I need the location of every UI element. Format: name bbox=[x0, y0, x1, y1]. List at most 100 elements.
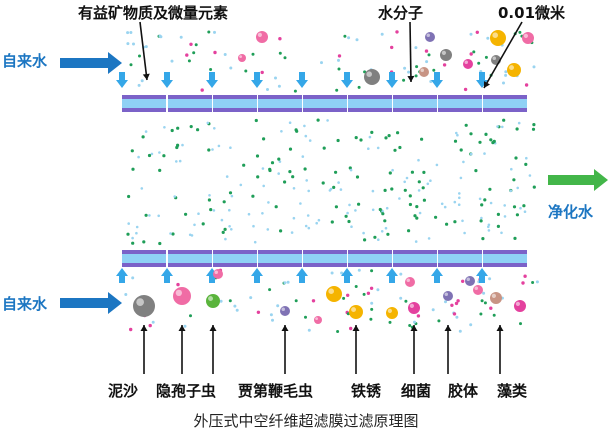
inlet-top-label: 自来水 bbox=[2, 52, 48, 70]
water-dot bbox=[458, 192, 461, 195]
mineral-dot bbox=[158, 168, 162, 172]
pore-flow-arrows bbox=[116, 72, 488, 283]
mineral-dot bbox=[184, 212, 188, 216]
mineral-dot bbox=[255, 154, 260, 158]
membrane-lumen bbox=[258, 254, 302, 263]
mineral-dot bbox=[417, 180, 421, 184]
mineral-dot bbox=[532, 123, 536, 127]
mineral-dot bbox=[407, 229, 411, 233]
water-dot bbox=[347, 36, 351, 40]
water-dot bbox=[510, 167, 513, 171]
pore-arrow-down bbox=[431, 72, 443, 88]
mineral-dot bbox=[142, 240, 146, 244]
pore-arrow-down bbox=[116, 72, 128, 88]
mineral-dot bbox=[502, 118, 506, 122]
algae-particle bbox=[419, 67, 429, 77]
mineral-dot bbox=[346, 312, 350, 316]
water-dot bbox=[431, 308, 435, 312]
mineral-dot bbox=[390, 187, 394, 191]
sediment-particle-shine bbox=[441, 50, 446, 56]
mineral-dot bbox=[515, 213, 520, 217]
water-dot bbox=[269, 313, 273, 317]
mineral-dot bbox=[480, 299, 484, 303]
bacteria-dot bbox=[463, 87, 468, 92]
mineral-dot bbox=[277, 157, 281, 161]
sediment-particle bbox=[364, 69, 380, 85]
membrane-lumen bbox=[393, 254, 437, 263]
mineral-dot bbox=[127, 194, 131, 199]
mineral-dot bbox=[357, 202, 361, 206]
water-dot bbox=[267, 201, 270, 204]
mineral-dot bbox=[491, 141, 495, 145]
membrane-lumen bbox=[213, 254, 257, 263]
mineral-dot bbox=[421, 186, 425, 190]
water-dot bbox=[435, 163, 439, 167]
pore-arrow-down bbox=[251, 72, 263, 88]
water-dot bbox=[266, 88, 269, 91]
mineral-dot bbox=[388, 320, 392, 324]
bacteria-dot bbox=[395, 30, 399, 34]
mineral-dot bbox=[207, 148, 211, 152]
mineral-dot bbox=[369, 317, 373, 321]
water-dot bbox=[288, 121, 292, 124]
water-dot bbox=[219, 299, 223, 303]
water-dot bbox=[417, 158, 420, 162]
mineral-dot bbox=[209, 208, 213, 212]
water-dot bbox=[131, 276, 135, 280]
mineral-dot bbox=[141, 135, 145, 139]
mineral-dot bbox=[336, 138, 340, 143]
bacteria-dot bbox=[129, 327, 133, 332]
giardia-particle-shine bbox=[208, 296, 213, 301]
colloid-particle bbox=[465, 276, 475, 286]
mineral-dot bbox=[334, 205, 338, 209]
water-dot bbox=[525, 156, 528, 160]
cryptosporidium-particle bbox=[405, 277, 415, 287]
water-dot bbox=[262, 184, 266, 188]
mineral-dot bbox=[386, 232, 390, 236]
mineral-dot bbox=[519, 322, 522, 326]
membrane-lumen bbox=[303, 99, 347, 108]
water-molecule-label: 水分子 bbox=[378, 4, 424, 22]
pore-arrow-up bbox=[296, 268, 308, 283]
water-dot bbox=[135, 225, 139, 229]
mineral-dot bbox=[304, 315, 307, 319]
rust-particle bbox=[349, 305, 363, 319]
water-dot bbox=[405, 176, 409, 180]
bacteria-particle-shine bbox=[515, 301, 521, 306]
mineral-dot bbox=[403, 188, 407, 192]
water-dot bbox=[337, 181, 340, 184]
bacteria-dot bbox=[469, 52, 473, 56]
mineral-dot bbox=[158, 241, 162, 246]
mineral-dot bbox=[189, 125, 193, 129]
contaminant-label-rust: 铁锈 bbox=[351, 382, 382, 400]
mineral-dot bbox=[410, 170, 414, 174]
water-dot bbox=[391, 168, 394, 172]
bacteria-particle-shine bbox=[409, 303, 414, 308]
water-dot bbox=[137, 155, 140, 159]
pore-arrow-up bbox=[161, 268, 173, 283]
colloid-particle-shine bbox=[466, 277, 470, 281]
mineral-dot bbox=[422, 170, 426, 174]
membrane-lumen bbox=[438, 254, 482, 263]
water-dot bbox=[376, 288, 380, 292]
mineral-dot bbox=[524, 162, 528, 166]
membrane-lumen bbox=[303, 254, 347, 263]
mineral-dot bbox=[283, 180, 287, 184]
water-dot bbox=[487, 223, 491, 227]
mineral-dot bbox=[283, 56, 287, 60]
mineral-dot bbox=[437, 319, 441, 323]
mineral-dot bbox=[294, 299, 298, 303]
water-dot bbox=[496, 125, 499, 128]
mineral-dot bbox=[393, 148, 397, 152]
trace-elements-pointer bbox=[139, 21, 148, 81]
mineral-dot bbox=[355, 175, 360, 179]
water-dot bbox=[304, 134, 308, 138]
water-dot bbox=[151, 320, 155, 324]
water-dot bbox=[239, 183, 243, 187]
lower-membrane bbox=[122, 250, 527, 267]
water-dot bbox=[487, 229, 491, 232]
mineral-dot bbox=[209, 68, 213, 71]
membrane-lumen bbox=[393, 99, 437, 108]
mineral-dot bbox=[513, 236, 517, 240]
mineral-dot bbox=[496, 212, 500, 216]
